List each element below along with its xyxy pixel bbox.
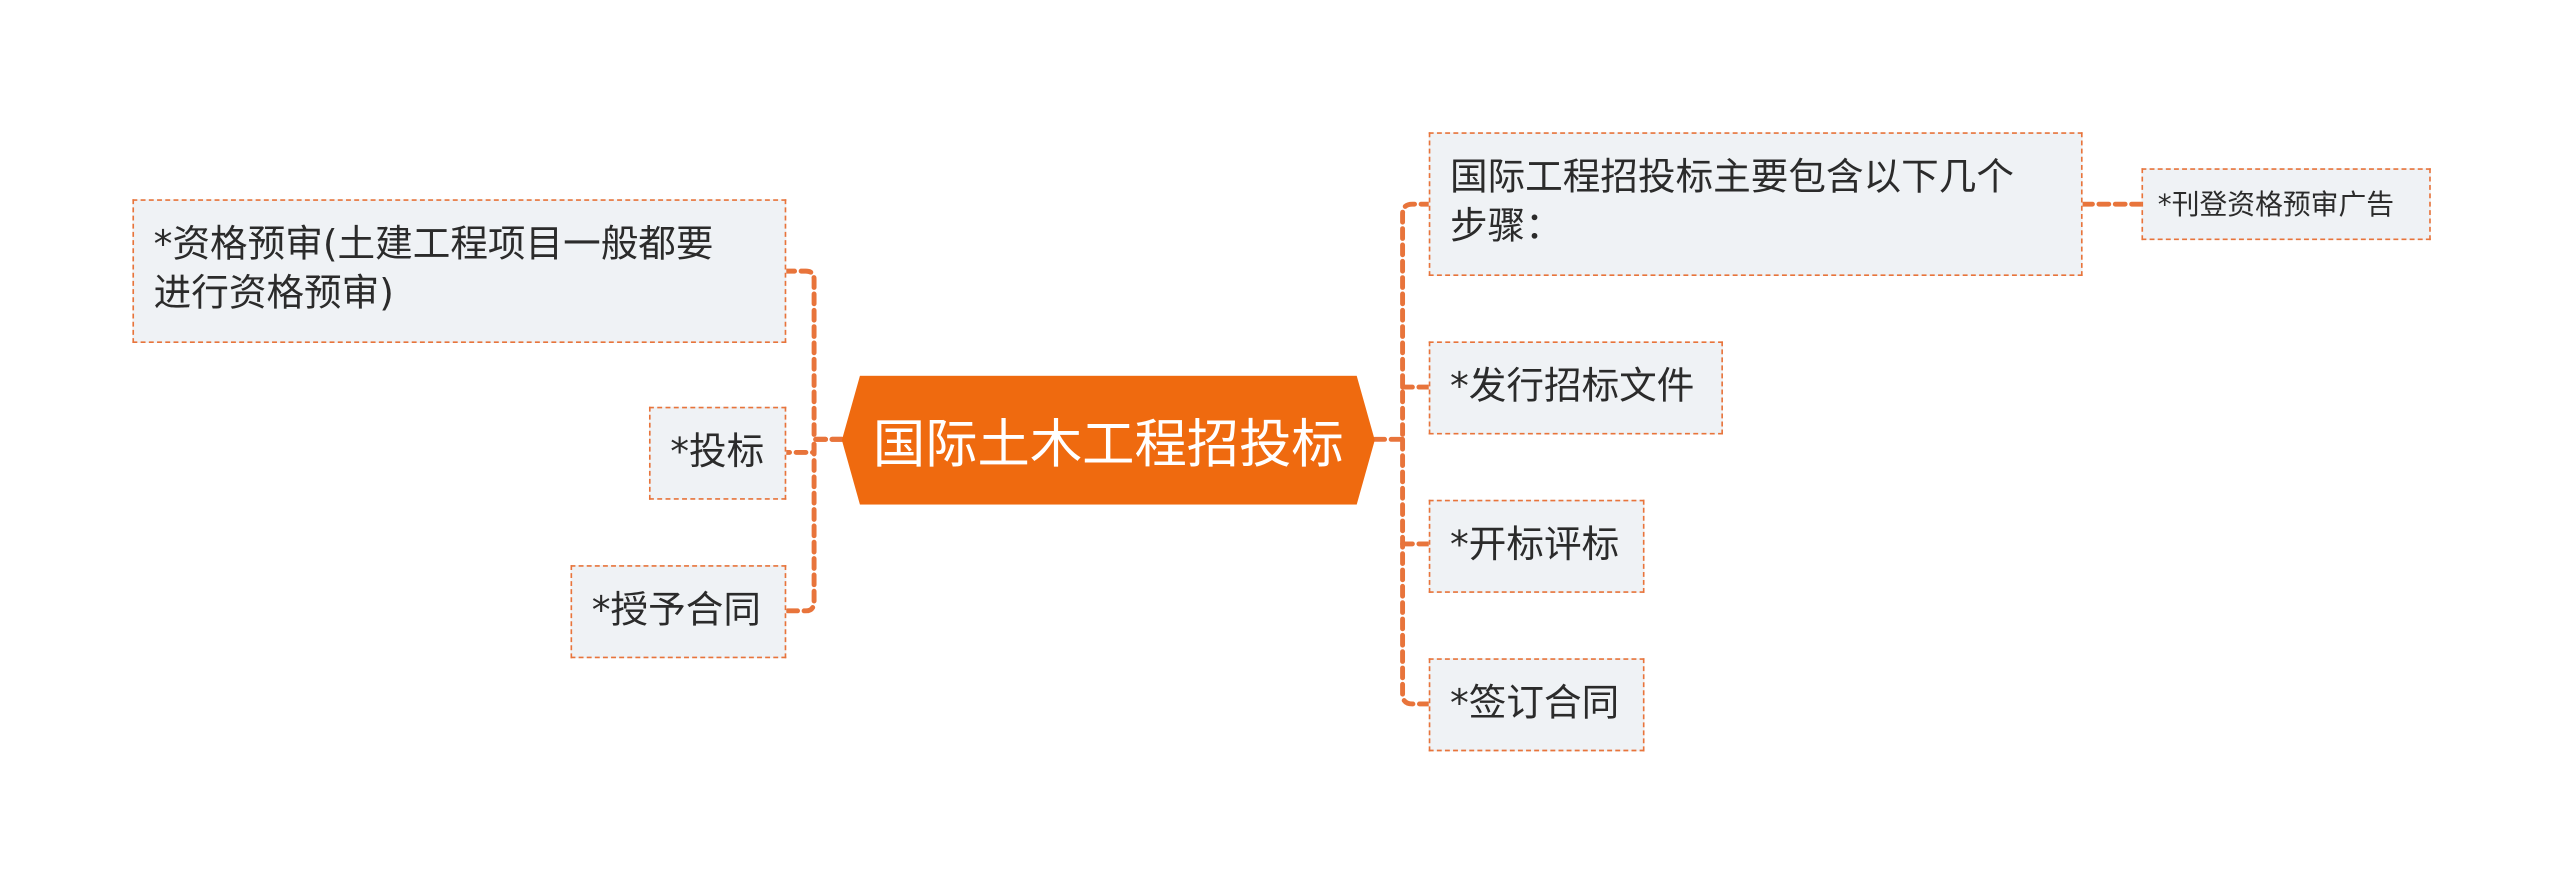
right-node-issue-tender-docs[interactable]: *发行招标文件 — [1428, 341, 1723, 435]
right-node-bid-opening-evaluation[interactable]: *开标评标 — [1428, 499, 1645, 593]
left-node-prequalification[interactable]: *资格预审(土建工程项目一般都要 进行资格预审) — [132, 199, 787, 343]
left-node-award-contract[interactable]: *授予合同 — [570, 565, 787, 659]
connector-left-0 — [783, 268, 845, 442]
right-node-sign-contract[interactable]: *签订合同 — [1428, 658, 1645, 752]
connector-right-0 — [1372, 201, 1432, 442]
right-node-steps[interactable]: 国际工程招投标主要包含以下几个 步骤： — [1428, 132, 2083, 277]
connector-left-2 — [783, 436, 845, 614]
left-node-bidding[interactable]: *投标 — [648, 406, 787, 500]
right-sub-node-prequal-ad[interactable]: *刊登资格预审广告 — [2141, 168, 2431, 241]
connector-right-3 — [1400, 436, 1432, 707]
central-topic[interactable]: 国际土木工程招投标 — [841, 375, 1375, 505]
